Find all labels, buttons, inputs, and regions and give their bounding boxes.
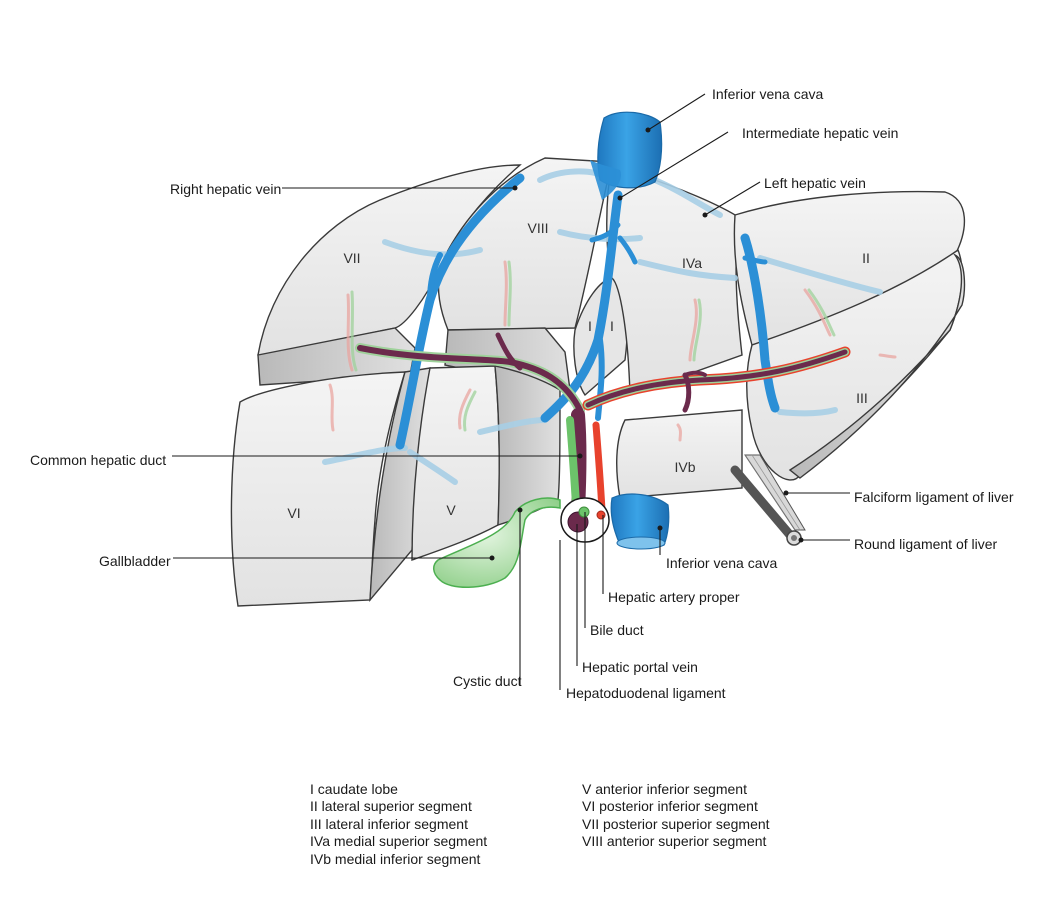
- label-common-hepatic-duct: Common hepatic duct: [30, 452, 166, 468]
- liver: [230, 157, 966, 607]
- segment-label-I-left: I: [588, 318, 592, 334]
- hepatic-veins: [395, 173, 780, 450]
- label-hepatoduodenal-ligament: Hepatoduodenal ligament: [566, 685, 726, 701]
- label-intermediate-hepatic-vein: Intermediate hepatic vein: [742, 125, 898, 141]
- label-inferior-vena-cava-top: Inferior vena cava: [712, 86, 823, 102]
- label-falciform-ligament: Falciform ligament of liver: [854, 489, 1014, 505]
- legend-item: II lateral superior segment: [310, 798, 472, 814]
- segment-VI-block: [230, 371, 406, 607]
- legend-item: III lateral inferior segment: [310, 816, 468, 832]
- gallbladder-shape: [433, 497, 561, 588]
- segment-label-VII: VII: [343, 250, 360, 266]
- legend-item: IVa medial superior segment: [310, 833, 487, 849]
- falciform-ligament-shape: [730, 454, 806, 546]
- segment-II-III-side: [788, 253, 966, 479]
- leader-dots: [489, 127, 804, 561]
- segment-label-II: II: [862, 250, 870, 266]
- segment-label-VIII: VIII: [527, 220, 548, 236]
- label-cystic-duct: Cystic duct: [453, 673, 522, 689]
- label-hepatic-portal-vein: Hepatic portal vein: [582, 659, 698, 675]
- legend-item: VI posterior inferior segment: [582, 798, 758, 814]
- segment-label-VI: VI: [287, 505, 300, 521]
- segment-label-V: V: [446, 502, 456, 518]
- label-right-hepatic-vein: Right hepatic vein: [170, 181, 281, 197]
- segment-label-I-right: I: [610, 318, 614, 334]
- legend-item: VII posterior superior segment: [582, 816, 770, 832]
- label-bile-duct: Bile duct: [590, 622, 644, 638]
- legend-item: IVb medial inferior segment: [310, 851, 481, 867]
- leader-lines: [172, 93, 850, 690]
- segment-label-IVa: IVa: [682, 255, 702, 271]
- legend-item: VIII anterior superior segment: [582, 833, 767, 849]
- segment-label-III: III: [856, 390, 868, 406]
- legend-item: I caudate lobe: [310, 781, 398, 797]
- hilar-structures: [566, 408, 606, 517]
- legend: I caudate lobe II lateral superior segme…: [310, 781, 770, 867]
- left-hepatic-vein: [740, 233, 780, 413]
- portal-triad-branches: [355, 332, 851, 415]
- label-inferior-vena-cava-bottom: Inferior vena cava: [666, 555, 777, 571]
- segment-label-IVb: IVb: [674, 459, 695, 475]
- label-gallbladder: Gallbladder: [99, 553, 171, 569]
- label-round-ligament: Round ligament of liver: [854, 536, 998, 552]
- faint-triads: [328, 260, 897, 442]
- label-hepatic-artery-proper: Hepatic artery proper: [608, 589, 740, 605]
- legend-item: V anterior inferior segment: [582, 781, 747, 797]
- segment-VIII-block: [437, 157, 613, 331]
- segment-IVb-block: [616, 409, 743, 499]
- label-left-hepatic-vein: Left hepatic vein: [764, 175, 866, 191]
